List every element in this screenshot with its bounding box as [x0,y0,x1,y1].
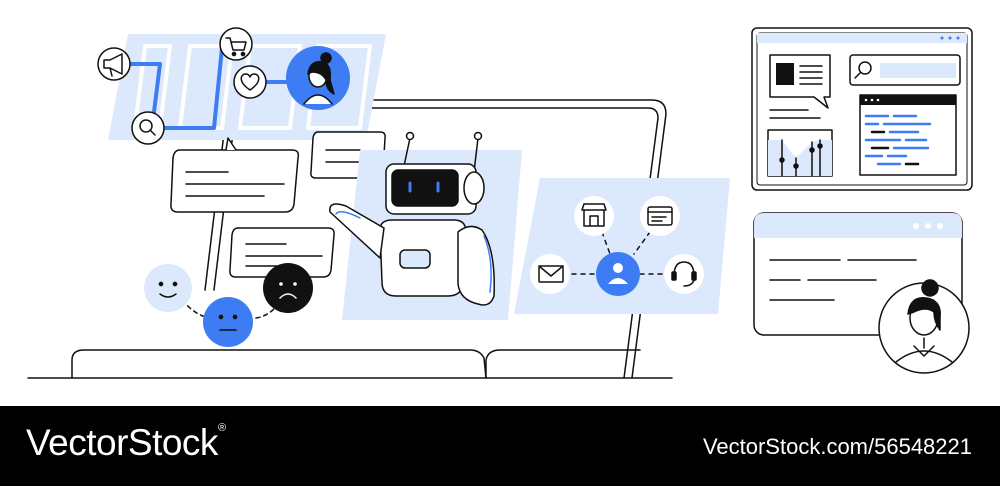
store-icon [574,196,614,236]
brand-logo: VectorStock® [26,422,226,464]
brand-name: VectorStock [26,422,218,463]
agent-chat-window [753,212,970,374]
watermark-banner: VectorStock® VectorStock.com/56548221 [0,406,1000,486]
shopping-cart-icon [219,27,253,61]
user-icon [596,252,640,296]
customer-service-ai-illustration [27,27,973,379]
line-chart-icon [767,129,833,177]
support-agent-avatar-icon [878,279,970,374]
customer-journey-panel [97,27,386,145]
neutral-face-icon [203,297,253,347]
smile-icon [144,264,192,312]
image-id: VectorStock.com/56548221 [702,434,972,459]
browser-icon [640,196,680,236]
search-icon [131,111,165,145]
chat-bubble-3 [229,227,335,278]
sentiment-group [144,263,313,347]
robot-icon [329,131,522,320]
code-window-icon [859,94,957,176]
article-card [769,54,831,119]
registered-mark: ® [217,422,226,434]
chat-bubble-1 [170,137,300,213]
support-channels-panel [514,178,730,314]
mail-icon [530,254,570,294]
dashboard-window [751,27,973,191]
headset-icon [664,254,704,294]
sad-face-icon [263,263,313,313]
megaphone-icon [97,47,131,81]
heart-icon [233,65,267,99]
magnifier-icon [849,54,961,86]
woman-avatar-icon [286,46,350,110]
